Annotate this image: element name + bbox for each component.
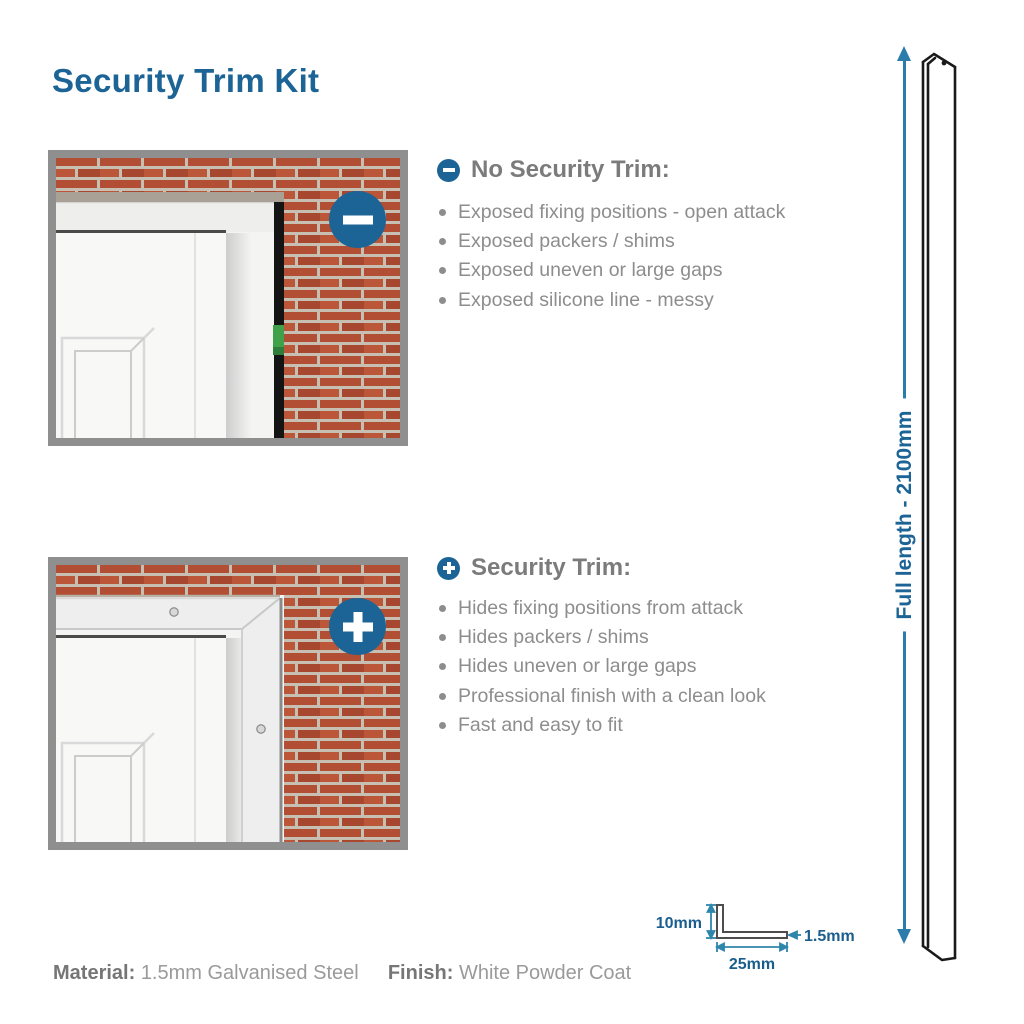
bullet-icon: [439, 721, 446, 729]
list-item: Fast and easy to fit: [437, 711, 837, 740]
dimension-arrow-up: [897, 46, 911, 61]
finish-value: White Powder Coat: [458, 962, 632, 984]
with-trim-bullet-list: Hides fixing positions from attack Hides…: [437, 594, 837, 740]
bullet-icon: [439, 634, 446, 642]
list-item: Exposed silicone line - messy: [437, 286, 837, 315]
lintel-mortar-band: [56, 192, 284, 202]
height-label: 10mm: [656, 915, 702, 932]
height-dimension: [706, 902, 716, 941]
heading-text: No Security Trim:: [471, 156, 670, 183]
bullet-icon: [439, 267, 446, 275]
thickness-label: 1.5mm: [804, 928, 855, 945]
list-item: Professional finish with a clean look: [437, 682, 837, 711]
bullet-icon: [439, 605, 446, 612]
security-trim-cover: [56, 597, 283, 842]
door-leaf: [56, 233, 228, 438]
exposed-gap: [274, 202, 284, 438]
door-leaf: [56, 638, 228, 842]
bullet-icon: [439, 692, 446, 700]
minus-circle-icon: [437, 158, 460, 182]
plus-badge-icon: [329, 598, 386, 655]
dimension-arrow-down: [897, 929, 911, 944]
bullet-icon: [439, 296, 446, 304]
material-value: 1.5mm Galvanised Steel: [140, 962, 359, 984]
plus-glyph-vertical: [353, 611, 362, 642]
trim-screw-side: [256, 724, 266, 734]
width-label: 25mm: [729, 956, 775, 973]
footer-spec-line: Material: 1.5mm Galvanised Steel Finish:…: [53, 962, 631, 985]
bullet-icon: [439, 663, 446, 671]
brick-lintel: [56, 565, 400, 595]
trim-screw-top: [169, 607, 179, 617]
exposed-packer-shim: [273, 325, 284, 347]
fixing-hole: [941, 60, 947, 66]
list-item: Hides uneven or large gaps: [437, 652, 837, 681]
minus-glyph: [342, 215, 373, 224]
trim-profile-drawing: [921, 52, 957, 962]
minus-badge-icon: [329, 191, 386, 248]
bullet-icon: [439, 209, 446, 216]
trim-mitre-joint: [241, 597, 281, 630]
no-trim-bullet-list: Exposed fixing positions - open attack E…: [437, 198, 837, 315]
list-item: Hides fixing positions from attack: [437, 594, 837, 623]
list-item: Exposed uneven or large gaps: [437, 256, 837, 285]
list-item: Hides packers / shims: [437, 623, 837, 652]
section-heading-with-trim: Security Trim:: [437, 554, 631, 582]
page-title: Security Trim Kit: [52, 62, 320, 99]
l-profile-outline: [716, 904, 788, 939]
bullet-icon: [439, 238, 446, 246]
plus-circle-icon: [437, 556, 460, 580]
brick-lintel: [56, 158, 400, 192]
material-label: Material:: [53, 962, 136, 984]
photo-door-with-trim: [48, 557, 408, 850]
finish-label: Finish:: [387, 962, 454, 984]
door-panel-bevel: [60, 327, 155, 438]
cross-section-diagram: 10mm 25mm 1.5mm: [656, 902, 855, 973]
list-item: Exposed fixing positions - open attack: [437, 198, 837, 227]
width-dimension: [714, 942, 790, 952]
door-panel-bevel: [60, 732, 155, 842]
heading-text: Security Trim:: [471, 554, 632, 581]
section-heading-no-trim: No Security Trim:: [437, 156, 670, 184]
list-item: Exposed packers / shims: [437, 227, 837, 256]
photo-door-no-trim: [48, 150, 408, 446]
thickness-dimension: [786, 930, 801, 940]
